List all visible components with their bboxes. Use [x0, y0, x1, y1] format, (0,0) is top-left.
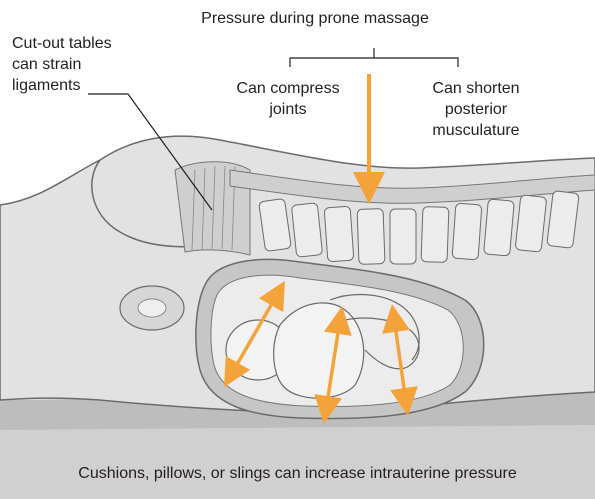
cutout-tables-line-3: ligaments — [12, 75, 112, 96]
pelvic-bone-inner — [138, 299, 166, 317]
shorten-musculature-line-3: musculature — [402, 120, 550, 141]
compress-joints-label: Can compress joints — [218, 78, 358, 120]
cutout-tables-line-2: can strain — [12, 54, 112, 75]
cutout-tables-line-1: Cut-out tables — [12, 33, 112, 54]
table-surface — [0, 420, 595, 499]
compress-joints-line-1: Can compress — [218, 78, 358, 99]
label-bracket — [290, 48, 458, 67]
shorten-musculature-line-2: posterior — [402, 99, 550, 120]
compress-joints-line-2: joints — [218, 99, 358, 120]
shorten-musculature-line-1: Can shorten — [402, 78, 550, 99]
shorten-musculature-label: Can shorten posterior musculature — [402, 78, 550, 141]
cutout-tables-label: Cut-out tables can strain ligaments — [12, 33, 112, 96]
fetus-body — [274, 303, 364, 398]
pressure-title: Pressure during prone massage — [150, 8, 480, 29]
caption: Cushions, pillows, or slings can increas… — [0, 463, 595, 484]
